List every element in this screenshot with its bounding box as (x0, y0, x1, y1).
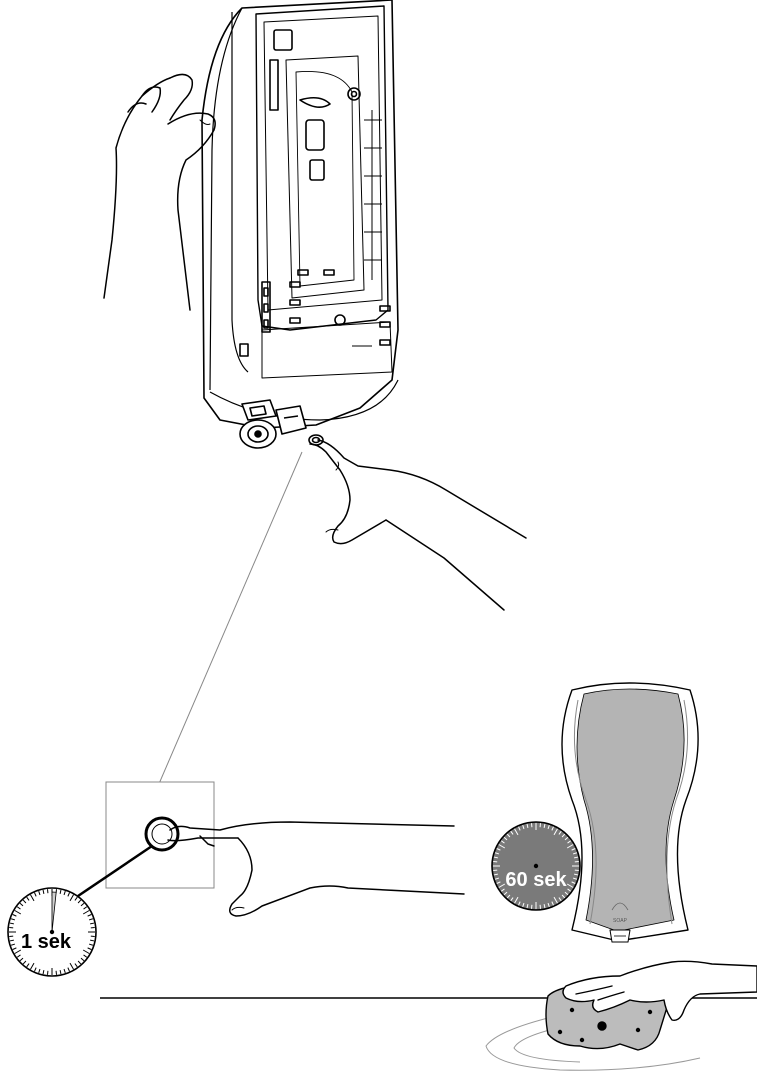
short-timer-label: 1 sek (21, 931, 72, 953)
dispenser-front-view: SOAP (562, 683, 698, 942)
detail-inset (106, 782, 214, 888)
dispenser-brand: SOAP (613, 918, 628, 924)
short-timer: 1 sek (8, 888, 96, 976)
reset-button (146, 818, 178, 850)
long-timer-label: 60 sek (505, 869, 567, 891)
dispenser-back-view (202, 0, 398, 448)
long-timer: 60 sek (492, 822, 580, 910)
holding-hand (104, 74, 215, 310)
pressing-hand (310, 440, 526, 610)
callout-line (152, 452, 302, 800)
